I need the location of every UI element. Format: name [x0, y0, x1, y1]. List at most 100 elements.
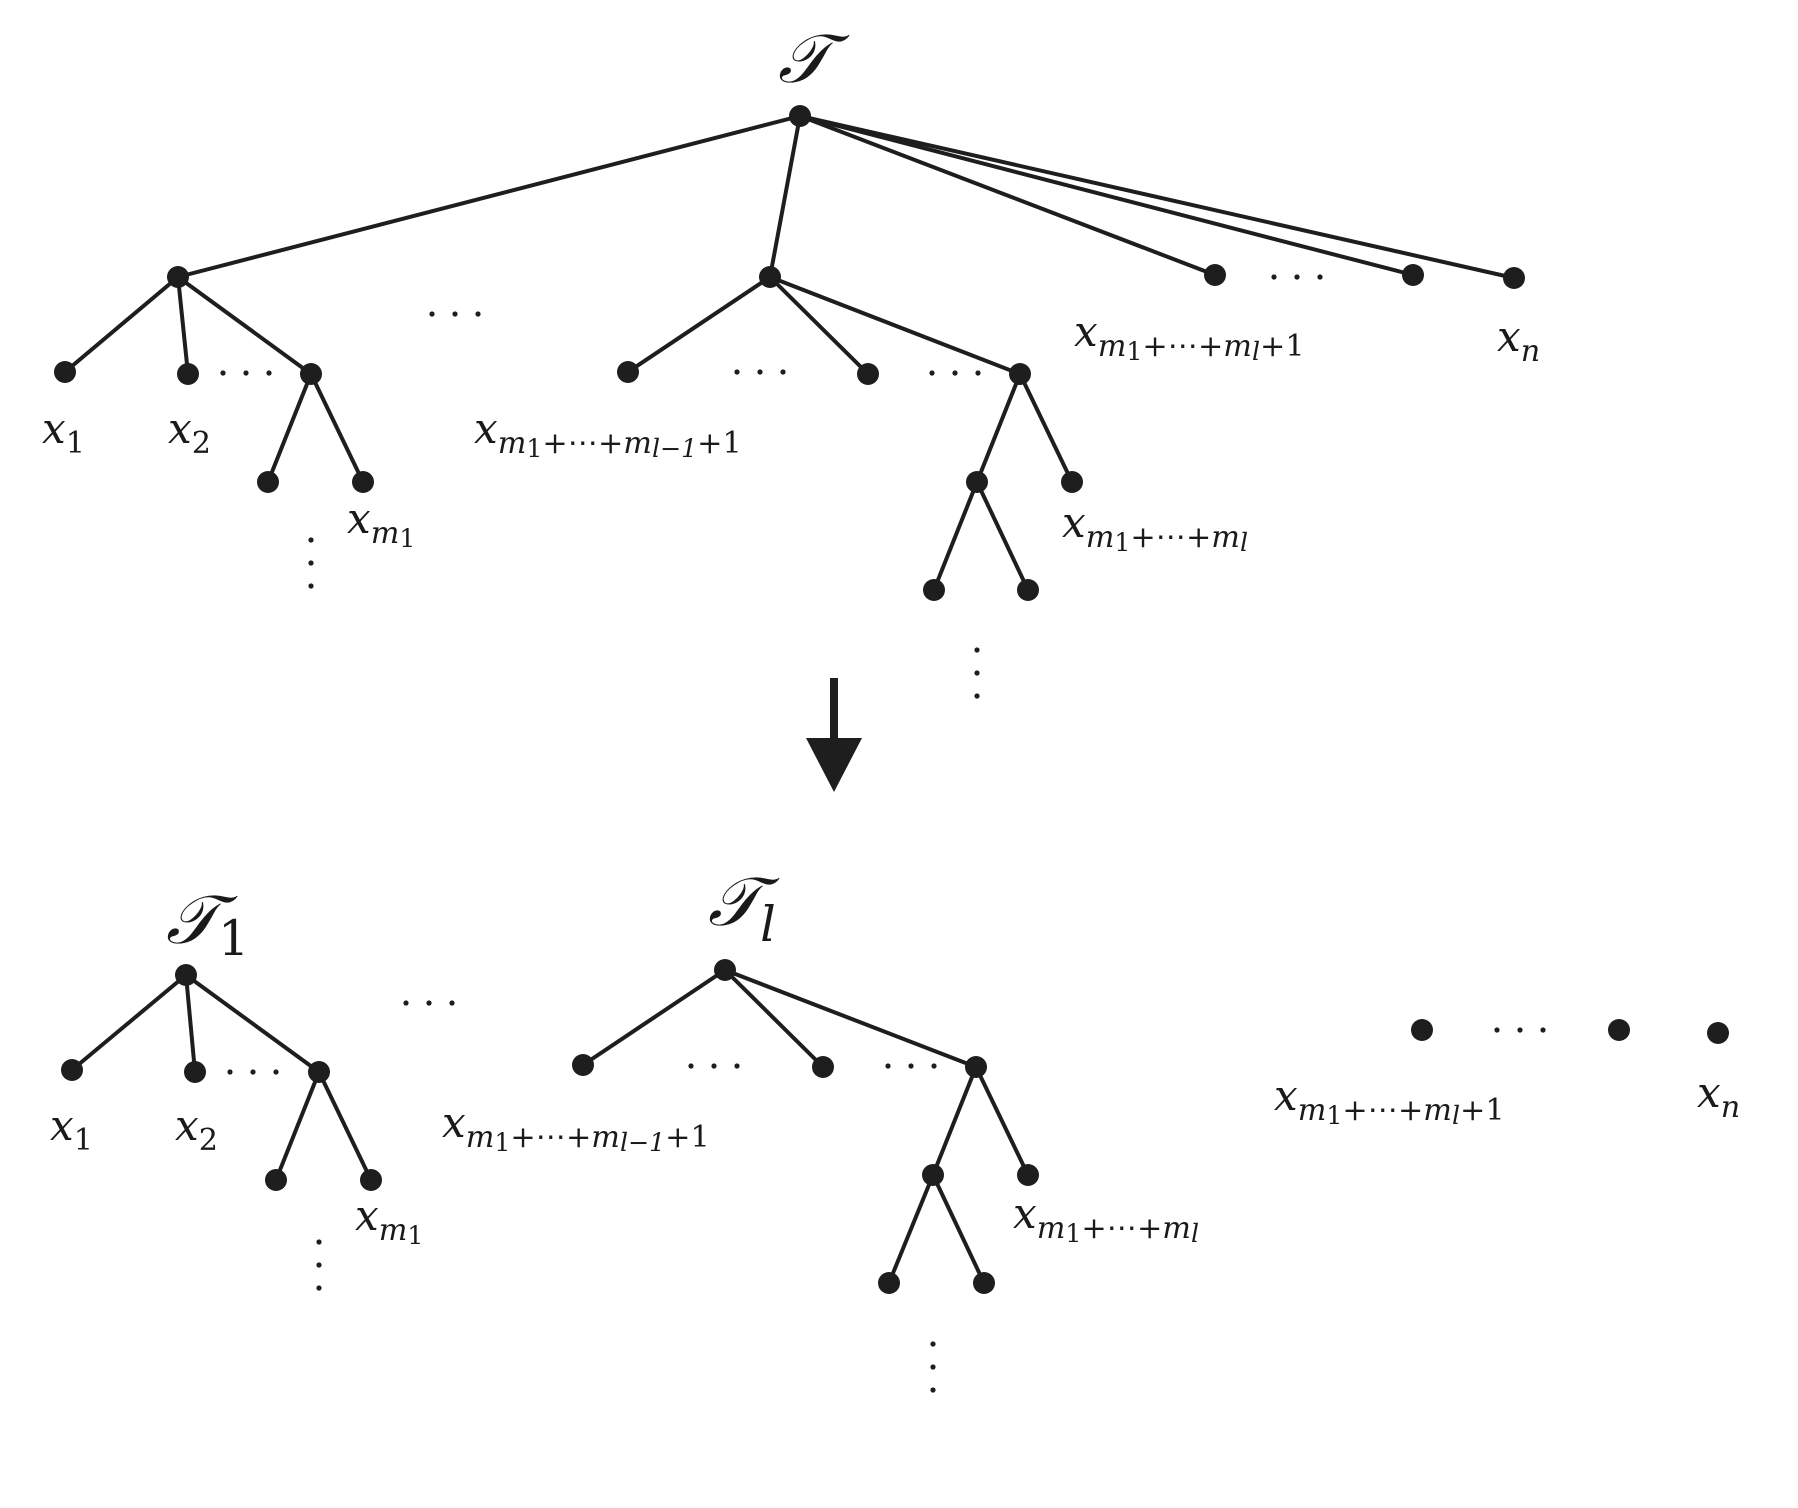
leaf-label-first-of-subtree-l: xm1+⋯+ml−1+1 — [474, 404, 742, 463]
edge — [975, 372, 1022, 484]
ellipsis-horizontal — [220, 370, 272, 376]
root-node — [714, 959, 736, 981]
tree-1-title: 𝒯1 — [166, 881, 249, 967]
inner-node — [1009, 363, 1031, 385]
leaf-label-next-after-subtree-l: xm1+⋯+ml+1 — [1074, 307, 1305, 366]
edge — [70, 973, 188, 1072]
leaf-node — [257, 471, 279, 493]
leaf-node — [352, 471, 374, 493]
leaf-node — [923, 579, 945, 601]
edge — [975, 480, 1030, 592]
leaf-label-xn: xn — [1497, 312, 1540, 369]
edge — [798, 114, 1415, 277]
edge — [931, 1173, 986, 1285]
leaf-node — [973, 1272, 995, 1294]
ellipsis-horizontal — [1271, 274, 1323, 280]
edge — [723, 968, 825, 1069]
inner-node — [965, 1056, 987, 1078]
edge — [274, 1070, 321, 1182]
ellipsis-horizontal — [403, 1000, 455, 1006]
tree-l-title: 𝒯l — [708, 863, 780, 953]
ellipsis-vertical — [974, 647, 980, 699]
edge — [931, 1065, 978, 1177]
ellipsis-horizontal — [734, 369, 786, 375]
edge — [768, 114, 802, 279]
leaf-node — [857, 363, 879, 385]
bottom-tree-l: 𝒯l xm1+⋯+ml−1+1 xm1+⋯+ml — [442, 863, 1199, 1393]
edge — [176, 114, 802, 279]
leaf-node — [184, 1061, 206, 1083]
leaf-node — [1017, 579, 1039, 601]
edge — [626, 275, 772, 374]
leaf-node — [812, 1056, 834, 1078]
top-tree-ellipses — [220, 274, 1323, 699]
leaf-node — [1402, 264, 1424, 286]
tree-title: 𝒯 — [778, 20, 850, 99]
bottom-tree-1: 𝒯1 x1 x2 xm1 — [50, 881, 423, 1291]
edge — [768, 275, 870, 376]
leaf-node — [1017, 1164, 1039, 1186]
leaf-node — [1411, 1019, 1433, 1041]
subtree-root-node — [167, 266, 189, 288]
edge — [176, 275, 190, 376]
edge — [723, 968, 978, 1069]
edge — [317, 1070, 373, 1182]
edge — [581, 968, 727, 1067]
ellipsis-vertical — [308, 537, 314, 589]
ellipsis-vertical — [930, 1341, 936, 1393]
inner-node — [966, 471, 988, 493]
edge — [63, 275, 180, 374]
edge — [974, 1065, 1030, 1177]
leaf-label-xn: xn — [1697, 1068, 1740, 1125]
leaf-node — [265, 1169, 287, 1191]
root-node — [175, 964, 197, 986]
edge — [768, 275, 1022, 376]
leaf-label-first-of-subtree-l: xm1+⋯+ml−1+1 — [442, 1098, 710, 1157]
edge — [798, 114, 1516, 280]
ellipsis-horizontal — [929, 370, 981, 376]
subtree-root-node — [759, 266, 781, 288]
ellipsis-horizontal — [1494, 1027, 1546, 1033]
leaf-node — [1707, 1022, 1729, 1044]
edge — [184, 973, 321, 1074]
leaf-node — [61, 1059, 83, 1081]
top-tree-edges — [63, 114, 1516, 592]
inner-node — [300, 363, 322, 385]
root-node — [789, 105, 811, 127]
leaf-node — [177, 363, 199, 385]
leaf-label-x1: x1 — [50, 1101, 93, 1158]
leaf-node — [1608, 1019, 1630, 1041]
edge — [309, 372, 365, 484]
leaf-node — [1503, 267, 1525, 289]
leaf-label-x1: x1 — [42, 404, 85, 461]
edge — [932, 480, 979, 592]
top-tree-nodes — [54, 105, 1525, 601]
ellipsis-horizontal — [429, 311, 481, 317]
edge — [176, 275, 313, 376]
edge — [887, 1173, 935, 1285]
leaf-node — [878, 1272, 900, 1294]
ellipsis-vertical — [316, 1239, 322, 1291]
leaf-label-x2: x2 — [168, 404, 211, 461]
leaf-node — [360, 1169, 382, 1191]
leaf-node — [617, 361, 639, 383]
ellipsis-horizontal — [885, 1063, 937, 1069]
leaf-node — [572, 1054, 594, 1076]
edge — [798, 114, 1217, 277]
leaf-label-xm1: xm1 — [347, 494, 415, 553]
edge — [1018, 372, 1074, 484]
edge — [184, 973, 197, 1074]
leaf-label-last-of-subtree-l: xm1+⋯+ml — [1013, 1189, 1199, 1248]
leaf-label-x2: x2 — [175, 1101, 218, 1158]
leaf-label-last-of-subtree-l: xm1+⋯+ml — [1062, 498, 1248, 557]
bottom-singleton-leaves: xm1+⋯+ml+1 xn — [1274, 1019, 1740, 1130]
leaf-node — [1204, 264, 1226, 286]
ellipsis-horizontal — [688, 1063, 740, 1069]
leaf-node — [1061, 471, 1083, 493]
leaf-label-next-after-subtree-l: xm1+⋯+ml+1 — [1274, 1071, 1505, 1130]
inner-node — [922, 1164, 944, 1186]
inner-node — [308, 1061, 330, 1083]
leaf-node — [54, 361, 76, 383]
top-tree: 𝒯 x1 x2 xm1 xm1+⋯+ml−1+1 xm1+⋯+ml xm1+⋯+… — [42, 20, 1540, 699]
